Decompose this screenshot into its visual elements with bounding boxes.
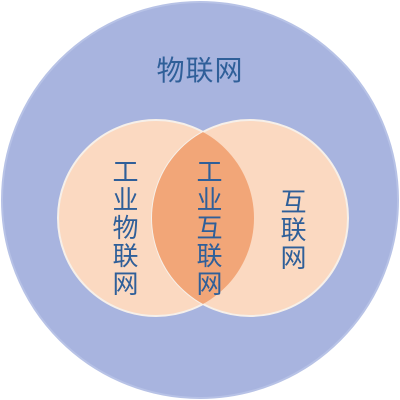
left-label-industrial-iot: 工业物联网	[108, 158, 138, 298]
overlap-industrial-internet	[152, 120, 254, 316]
center-label-industrial-internet: 工业互联网	[192, 158, 222, 298]
outer-label-iot: 物联网	[156, 54, 244, 87]
right-label-internet: 互联网	[276, 188, 306, 272]
